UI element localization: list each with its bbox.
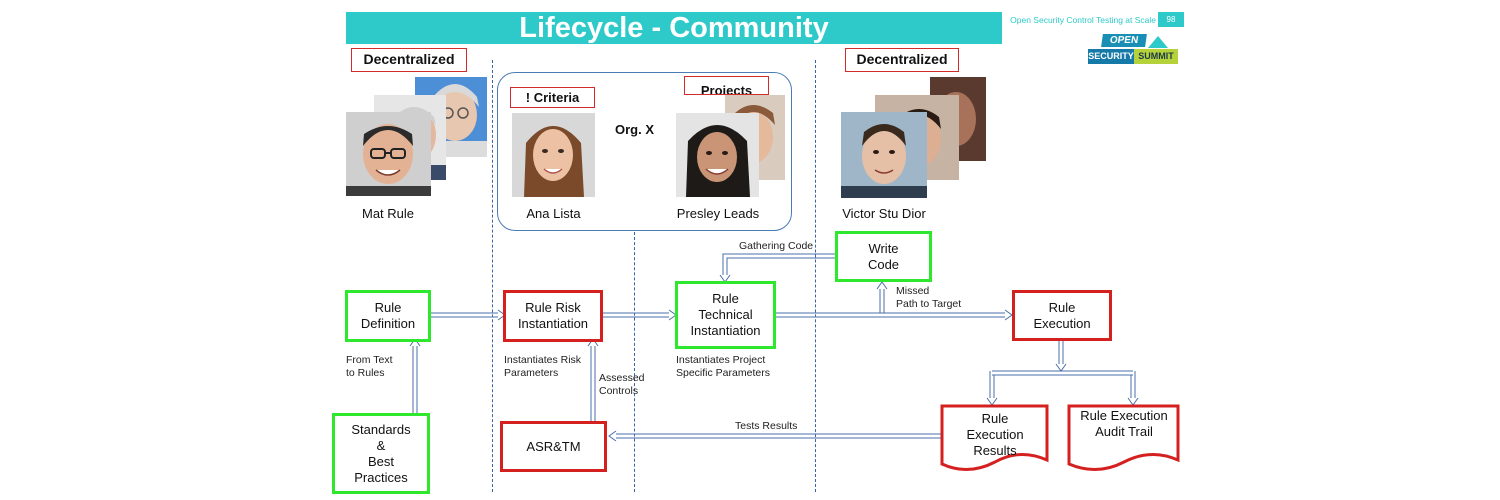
person-name-ana: Ana Lista [526,206,581,221]
column-divider [815,60,816,492]
audit-trail-doc-shape [1067,404,1180,471]
open-security-summit-logo: OPEN SECURITY SUMMIT [1086,34,1182,68]
arrow-write-code-to-technical [722,253,835,275]
arrowhead [1004,309,1013,321]
ana-lista-photo [512,113,595,197]
arrowhead [608,430,617,442]
execution-results-doc-shape [940,404,1049,471]
victor-stu-dior-photo [841,112,927,198]
arrow-execution-split [989,370,1136,398]
asr-tm-label: ASR&TM [526,438,581,454]
rule-execution-results-label: Rule Execution Results [966,411,1024,458]
annotation-instantiates-project: Instantiates Project Specific Parameters [676,354,770,379]
title-bar: Lifecycle - Community [346,12,1002,44]
decentralized-label-left: Decentralized [351,48,467,72]
rule-execution-audit-trail-box: Rule Execution Audit Trail [1070,404,1178,444]
column-divider [634,232,635,492]
arrow-definition-to-risk [431,312,498,318]
mat-rule-photo [346,112,431,196]
rule-risk-instantiation-label: Rule Risk Instantiation [517,300,589,331]
organization-group [497,72,792,231]
person-name-presley: Presley Leads [676,206,760,221]
arrowhead [1055,363,1067,372]
annotation-from-text: From Text to Rules [346,354,393,379]
rule-risk-instantiation-box: Rule Risk Instantiation [503,290,603,342]
rule-execution-label: Rule Execution [1033,299,1091,331]
rule-execution-audit-trail-label: Rule Execution Audit Trail [1080,408,1168,439]
arrowhead [876,281,888,290]
arrow-execution-down [1058,341,1064,364]
asr-tm-box: ASR&TM [500,421,607,472]
org-label: Org. X [615,122,655,137]
standards-box: Standards & Best Practices [332,413,430,494]
rule-execution-results-box: Rule Execution Results [944,408,1046,462]
rule-definition-label: Rule Definition [360,300,416,331]
arrow-risk-to-technical [603,312,669,318]
annotation-assessed-controls: Assessed Controls [599,372,645,397]
logo-security: SECURITY [1088,49,1134,64]
rule-technical-instantiation-label: Rule Technical Instantiation [690,291,761,338]
projects-label: Projects [684,76,769,95]
logo-triangle-icon [1148,36,1168,48]
arrow-standards-to-definition [412,346,418,413]
page-number: 98 [1158,12,1184,27]
arrow-asr-to-risk [590,346,596,421]
standards-label: Standards & Best Practices [351,421,411,485]
write-code-box: Write Code [835,231,932,282]
annotation-gathering-code: Gathering Code [739,240,814,252]
arrow-technical-to-execution [776,312,1005,318]
header-note: Open Security Control Testing at Scale [1010,15,1156,25]
decentralized-label-right: Decentralized [845,48,959,72]
annotation-instantiates-risk: Instantiates Risk Parameters [504,354,582,379]
arrow-missed-path-to-write-code [879,289,885,313]
person-name-victor: Victor Stu Dior [842,206,926,221]
rule-definition-box: Rule Definition [345,290,431,342]
arrow-results-to-asr [616,433,941,439]
presley-leads-photo [676,113,759,197]
annotation-missed-path: Missed Path to Target [896,285,962,310]
rule-technical-instantiation-box: Rule Technical Instantiation [675,281,776,349]
slide-title: Lifecycle - Community [519,12,829,44]
column-divider [492,60,493,492]
logo-summit: SUMMIT [1134,49,1178,64]
criteria-label: ! Criteria [510,87,595,108]
write-code-label: Write Code [867,240,900,272]
person-name-mat: Mat Rule [361,206,415,221]
annotation-tests-results: Tests Results [735,420,798,432]
rule-execution-box: Rule Execution [1012,290,1112,341]
